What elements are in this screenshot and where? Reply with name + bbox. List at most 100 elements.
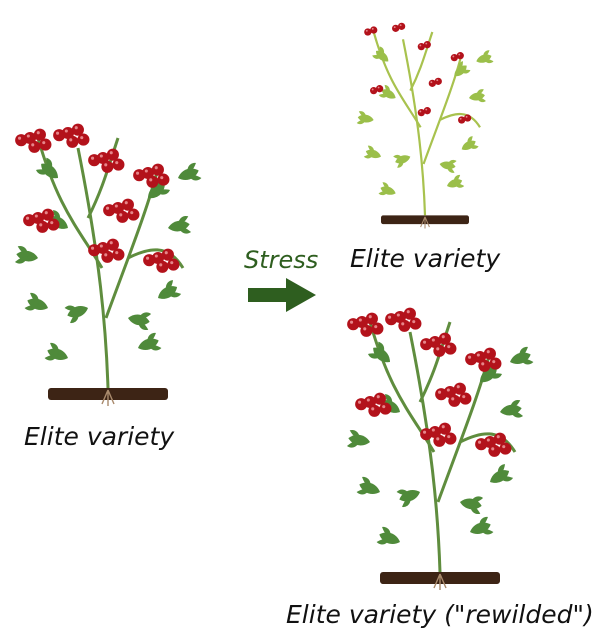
leaf (44, 342, 71, 366)
leaf (24, 292, 51, 316)
fruit-highlight (146, 257, 149, 260)
fruit-highlight (18, 137, 21, 140)
tomato-fruit (143, 254, 155, 266)
fruit-highlight (367, 398, 370, 401)
label-elite-variety-left: Elite variety (24, 422, 174, 451)
plant-rewilded-bottom (340, 292, 540, 592)
tomato-fruit (420, 338, 432, 350)
fruit-highlight (436, 347, 439, 350)
tomato-fruit (371, 323, 383, 335)
tomato-fruit (88, 154, 100, 166)
tomato-fruit (103, 204, 115, 216)
fruit-highlight (149, 178, 152, 181)
leaf (498, 399, 523, 420)
leaf (396, 484, 423, 508)
leaf (175, 162, 202, 186)
fruit-highlight (100, 244, 103, 247)
fruit-highlight (407, 310, 410, 313)
fruit-highlight (372, 89, 374, 91)
leaf (357, 111, 375, 127)
fruit-highlight (37, 131, 40, 134)
tomato-fruit (28, 141, 40, 153)
fruit-highlight (457, 385, 460, 388)
fruit-highlight (432, 428, 435, 431)
leaf (507, 346, 534, 370)
stem (374, 32, 421, 127)
leaf (378, 182, 398, 200)
tomato-fruit (47, 219, 59, 231)
fruit-highlight (91, 247, 94, 250)
fruit-highlight (369, 315, 372, 318)
fruit-highlight (451, 397, 454, 400)
stress-arrow-icon (248, 278, 318, 312)
fruit-highlight (491, 447, 494, 450)
fruit-highlight (104, 253, 107, 256)
leaf (126, 309, 151, 330)
fruit-highlight (377, 395, 380, 398)
tomato-fruit (475, 438, 487, 450)
fruit-highlight (502, 445, 505, 448)
fruit-highlight (35, 214, 38, 217)
fruit-highlight (436, 437, 439, 440)
fruit-highlight (39, 223, 42, 226)
fruit-highlight (91, 157, 94, 160)
tomato-fruit (435, 388, 447, 400)
tomato-fruit (376, 85, 383, 92)
fruit-highlight (425, 109, 427, 111)
fruit-highlight (130, 211, 133, 214)
leaf (135, 332, 162, 356)
leaf (393, 151, 413, 169)
fruit-highlight (106, 207, 109, 210)
fruit-highlight (419, 45, 421, 47)
fruit-highlight (423, 341, 426, 344)
fruit-highlight (125, 201, 128, 204)
fruit-highlight (75, 126, 78, 129)
fruit-highlight (497, 435, 500, 438)
fruit-highlight (50, 221, 53, 224)
leaf (458, 136, 478, 155)
leaf (458, 493, 483, 514)
leaf (356, 476, 383, 500)
leaf (445, 174, 465, 192)
fruit-highlight (27, 134, 30, 137)
tomato-fruit (433, 435, 445, 447)
tomato-fruit (499, 443, 511, 455)
fruit-highlight (115, 161, 118, 164)
tomato-fruit (448, 395, 460, 407)
tomato-fruit (435, 78, 442, 85)
leaf (364, 145, 384, 163)
leaf (347, 429, 372, 450)
tomato-fruit (116, 211, 128, 223)
tomato-fruit (459, 393, 471, 405)
fruit-highlight (460, 118, 462, 120)
fruit-highlight (466, 116, 468, 118)
tomato-fruit (355, 398, 367, 410)
tomato-fruit (133, 169, 145, 181)
tomato-fruit (398, 320, 410, 332)
fruit-highlight (442, 425, 445, 428)
tomato-fruit (15, 134, 27, 146)
fruit-highlight (478, 441, 481, 444)
tomato-fruit (424, 107, 431, 114)
arrow-shape (248, 278, 316, 312)
leaf (439, 158, 457, 174)
fruit-highlight (42, 141, 45, 144)
fruit-highlight (136, 172, 139, 175)
fruit-highlight (394, 26, 396, 28)
tomato-fruit (424, 41, 431, 48)
plant-healthy-left (8, 108, 208, 408)
tomato-fruit (370, 26, 377, 33)
tomato-fruit (385, 313, 397, 325)
fruit-highlight (447, 345, 450, 348)
leaf (486, 463, 514, 489)
fruit-highlight (400, 24, 402, 26)
leaf (372, 46, 393, 66)
fruit-highlight (363, 327, 366, 330)
fruit-highlight (159, 263, 162, 266)
fruit-highlight (452, 56, 454, 58)
tomato-fruit (465, 353, 477, 365)
fruit-highlight (447, 388, 450, 391)
fruit-highlight (481, 362, 484, 365)
fruit-highlight (170, 261, 173, 264)
tomato-fruit (66, 136, 78, 148)
